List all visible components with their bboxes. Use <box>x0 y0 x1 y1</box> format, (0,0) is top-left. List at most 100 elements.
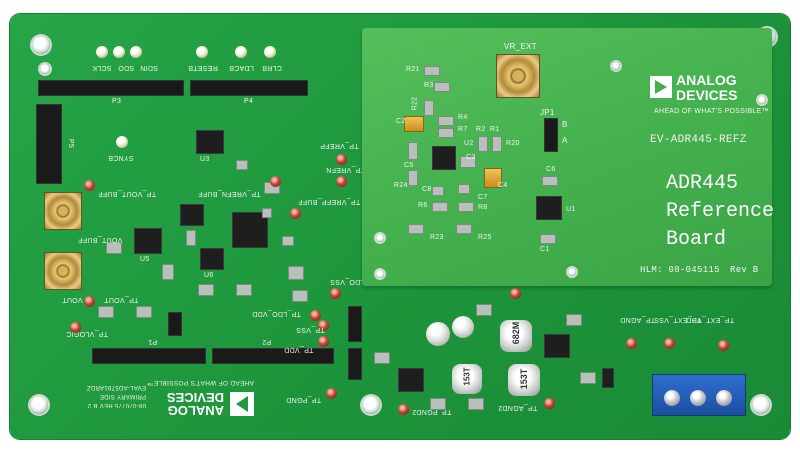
res-r24 <box>408 170 418 186</box>
daughter-board-name: EV-ADR445-REFZ <box>650 134 747 146</box>
label-c1: C1 <box>540 246 550 253</box>
res-r22 <box>424 100 434 116</box>
label-tp-vrefn-buff: TP_VREFN_BUFF <box>198 190 261 197</box>
mounting-hole-bottom-right <box>752 396 770 414</box>
label-r22: R22 <box>411 96 419 111</box>
board-id-line2: PRIMARY SIDE <box>99 393 146 399</box>
smd-power-5 <box>580 372 596 384</box>
label-r1: R1 <box>490 126 500 133</box>
smd-cap-7 <box>236 160 248 170</box>
testpoint-pgnd[interactable] <box>326 388 337 399</box>
label-tp-ldo-vdd: TP_LDO_VDD <box>252 310 301 317</box>
label-tp-vrefp-buff: TP_VREFP_BUFF <box>298 198 361 205</box>
header-p5 <box>36 104 62 184</box>
testpoint-vrefn[interactable] <box>336 176 347 187</box>
daughter-tagline: AHEAD OF WHAT'S POSSIBLE™ <box>654 108 769 115</box>
header-p3 <box>38 80 184 96</box>
daughter-via-1 <box>376 234 384 242</box>
smd-cap-2 <box>198 284 214 296</box>
ic-u1 <box>536 196 562 220</box>
testpoint-vlogic[interactable] <box>70 322 81 333</box>
smd-cap-3 <box>162 264 174 280</box>
res-r8 <box>458 202 474 212</box>
testpoint-ext-vdd[interactable] <box>626 338 637 349</box>
label-c8: C8 <box>422 186 432 193</box>
label-p5: P5 <box>67 138 75 149</box>
testpoint-ldo-vdd[interactable] <box>310 310 321 321</box>
jumper-lk-2[interactable] <box>348 306 362 342</box>
smd-cap-9 <box>98 306 114 318</box>
ic-terminal-side <box>602 368 614 388</box>
cap-round-1 <box>426 322 450 346</box>
testpoint-vdd[interactable] <box>318 336 329 347</box>
led-clr <box>264 46 276 58</box>
label-vr-ext: VR_EXT <box>504 42 537 51</box>
daughter-logo-devices: DEVICES <box>676 87 738 103</box>
mounting-hole-mid-left <box>40 64 50 74</box>
testpoint-vrefp[interactable] <box>336 154 347 165</box>
cap-c6 <box>542 176 558 186</box>
daughter-logo-analog: ANALOG <box>676 72 737 88</box>
label-tp-vrefn: TP_VREFN <box>326 166 365 173</box>
terminal-screw-3[interactable] <box>716 390 732 406</box>
label-tp-pgnd: TP_PGND <box>286 396 322 403</box>
res-r21 <box>424 66 440 76</box>
ic-power-2 <box>544 334 570 358</box>
testpoint-top-power[interactable] <box>510 288 521 299</box>
label-tp-agnd2: TP_AGND2 <box>498 404 538 411</box>
main-logo-tagline: AHEAD OF WHAT'S POSSIBLE™ <box>146 379 254 386</box>
testpoint-ldo-vss[interactable] <box>330 288 341 299</box>
res-r6 <box>432 202 448 212</box>
board-id-line1: 08-070775 REV B 2 <box>87 402 146 408</box>
daughter-hlm: HLM: 08-045115 <box>640 265 720 275</box>
ic-u3 <box>196 130 224 154</box>
terminal-screw-1[interactable] <box>664 390 680 406</box>
label-r4: R4 <box>458 114 468 121</box>
testpoint-pgnd2[interactable] <box>398 404 409 415</box>
ic-u5-dac <box>232 212 268 248</box>
label-tp-vout-buff: TP_VOUT_BUFF <box>98 190 157 197</box>
label-r3: R3 <box>424 82 434 89</box>
led-sync <box>116 136 128 148</box>
testpoint-ext-vss[interactable] <box>664 338 675 349</box>
label-r20: R20 <box>506 140 520 147</box>
testpoint-agnd2[interactable] <box>544 398 555 409</box>
sma-vr-ext <box>496 54 540 98</box>
label-c6: C6 <box>546 166 556 173</box>
testpoint-vout[interactable] <box>84 296 95 307</box>
label-jp1: JP1 <box>540 108 555 117</box>
res-r23 <box>408 224 424 234</box>
res-r7 <box>438 128 454 138</box>
label-sync: SYNCB <box>108 154 134 161</box>
smd-cap-10 <box>136 306 152 318</box>
jumper-lk-1[interactable] <box>168 312 182 336</box>
label-vout: VOUT <box>62 296 83 303</box>
testpoint-vrefp-buff[interactable] <box>290 208 301 219</box>
board-id-block: 08-070775 REV B 2 PRIMARY SIDE EVAL-AD57… <box>84 372 146 408</box>
testpoint-vss[interactable] <box>318 320 329 331</box>
led-sdin <box>96 46 108 58</box>
label-r6: R6 <box>418 202 428 209</box>
daughter-logo-notch-icon <box>655 80 667 94</box>
label-jp-b: B <box>562 120 568 129</box>
terminal-screw-2[interactable] <box>690 390 706 406</box>
inductor-l1-mark: 153T <box>519 368 529 390</box>
main-logo-devices: DEVICES <box>166 390 224 405</box>
inductor-l3-mark: 153T <box>462 367 472 386</box>
label-p2: P2 <box>262 338 272 345</box>
testpoint-vrefn-buff[interactable] <box>270 176 281 187</box>
label-r7: R7 <box>458 126 468 133</box>
testpoint-vout-buff[interactable] <box>84 180 95 191</box>
label-tp-vrefp: TP_VREFP <box>320 142 359 149</box>
led-sdo <box>130 46 142 58</box>
smd-cap-8 <box>282 236 294 246</box>
testpoint-agnd[interactable] <box>718 340 729 351</box>
smd-cap-4 <box>288 266 304 280</box>
main-logo-block: ANALOG DEVICES AHEAD OF WHAT'S POSSIBLE™ <box>142 368 254 420</box>
ic-power-1 <box>398 368 424 392</box>
jumper-jp1[interactable] <box>544 118 558 152</box>
mounting-hole-top-left <box>32 36 50 54</box>
jumper-lk-3[interactable] <box>348 348 362 380</box>
label-c7: C7 <box>478 194 488 201</box>
smd-power-1 <box>476 304 492 316</box>
